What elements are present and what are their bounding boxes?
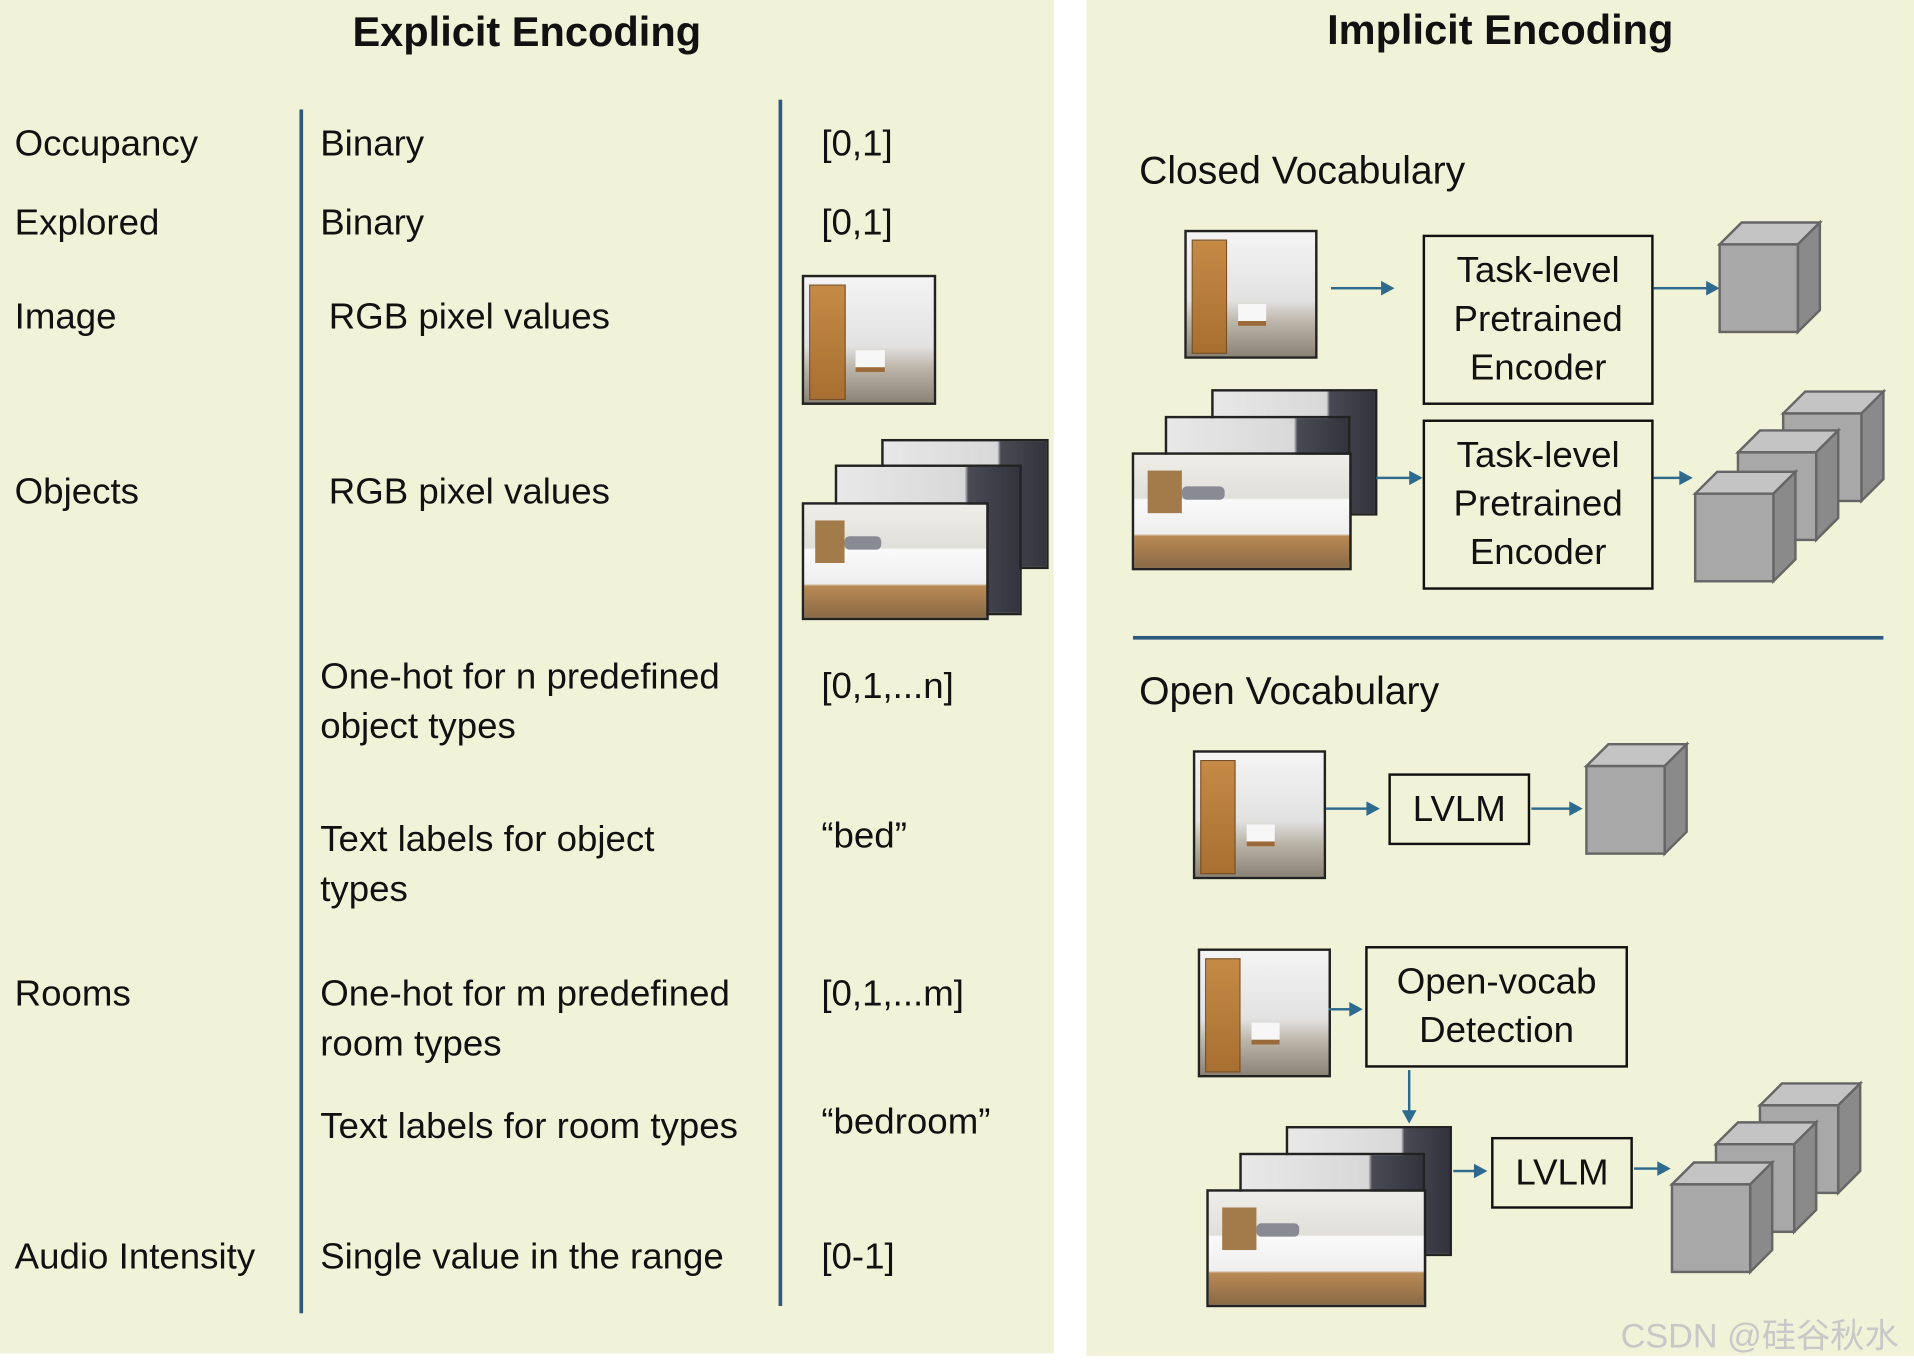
encoding-objects: RGB pixel values xyxy=(328,471,611,512)
watermark: CSDN @硅谷秋水 xyxy=(1620,1316,1899,1355)
object-thumbnail-front xyxy=(801,502,989,621)
explicit-encoding-title: Explicit Encoding xyxy=(352,9,702,56)
arrow-from-encoder-1 xyxy=(1653,280,1720,296)
encoder-box-2-line2: Pretrained xyxy=(1453,483,1623,525)
closed-input-image xyxy=(1184,229,1318,359)
encoding-audio: Single value in the range xyxy=(320,1236,724,1277)
section-divider xyxy=(1132,635,1884,640)
feature-cube-single-1 xyxy=(1716,219,1823,335)
arrow-to-encoder-2 xyxy=(1376,470,1423,486)
arrow-to-encoder-1 xyxy=(1330,280,1395,296)
arrow-from-lvlm-1 xyxy=(1531,801,1583,816)
encoder-box-1-line3: Encoder xyxy=(1469,347,1607,388)
encoder-box-1: Task-level Pretrained Encoder xyxy=(1422,234,1654,405)
encoding-occupancy: Binary xyxy=(320,124,425,165)
open-input-image-1 xyxy=(1192,750,1327,880)
implicit-encoding-title: Implicit Encoding xyxy=(1327,7,1674,54)
encoding-room-onehot-line2: room types xyxy=(320,1023,502,1064)
encoding-object-text-line1: Text labels for object xyxy=(320,819,655,860)
feature-cube-stack-2c xyxy=(1669,1159,1776,1275)
encoding-object-onehot-line1: One-hot for n predefined xyxy=(320,656,720,697)
arrow-from-lvlm-2 xyxy=(1634,1161,1671,1176)
value-occupancy: [0,1] xyxy=(821,124,893,165)
row-name-objects: Objects xyxy=(14,471,139,512)
arrow-to-lvlm-1 xyxy=(1326,801,1380,816)
value-audio: [0-1] xyxy=(821,1236,895,1277)
encoder-box-2-line3: Encoder xyxy=(1469,532,1607,573)
row-name-explored: Explored xyxy=(14,203,160,244)
lvlm-box-2: LVLM xyxy=(1491,1136,1633,1209)
detection-box-line1: Open-vocab xyxy=(1396,961,1597,1002)
open-stack-front xyxy=(1206,1189,1427,1308)
encoding-room-text: Text labels for room types xyxy=(320,1106,738,1147)
arrow-from-encoder-2 xyxy=(1653,470,1693,486)
row-name-occupancy: Occupancy xyxy=(14,124,199,165)
open-input-image-2 xyxy=(1197,948,1331,1078)
column-divider-2 xyxy=(778,99,783,1306)
lvlm-box-1-label: LVLM xyxy=(1412,788,1506,829)
closed-vocabulary-heading: Closed Vocabulary xyxy=(1139,148,1466,193)
encoding-room-onehot-line1: One-hot for m predefined xyxy=(320,974,730,1015)
value-explored: [0,1] xyxy=(821,203,893,244)
lvlm-box-1: LVLM xyxy=(1388,773,1531,846)
feature-cube-stack-1c xyxy=(1692,468,1799,585)
row-name-rooms: Rooms xyxy=(14,974,131,1015)
encoder-box-1-line1: Task-level xyxy=(1456,250,1620,291)
arrow-detection-to-crops xyxy=(1401,1070,1417,1124)
explicit-encoding-panel: Explicit Encoding Occupancy Explored Ima… xyxy=(0,0,1054,1354)
detection-box-line2: Detection xyxy=(1419,1010,1575,1051)
encoding-object-onehot-line2: object types xyxy=(320,706,516,747)
encoder-box-2: Task-level Pretrained Encoder xyxy=(1422,419,1654,590)
value-room-text: “bedroom” xyxy=(821,1101,991,1142)
column-divider-1 xyxy=(299,109,304,1314)
encoding-object-text-line2: types xyxy=(320,869,408,910)
value-room-onehot: [0,1,...m] xyxy=(821,974,964,1015)
encoding-explored: Binary xyxy=(320,203,425,244)
detection-box: Open-vocab Detection xyxy=(1365,946,1628,1068)
image-thumbnail xyxy=(801,274,937,405)
arrow-to-detection xyxy=(1328,1001,1363,1017)
implicit-encoding-panel: Implicit Encoding Closed Vocabulary Task… xyxy=(1086,0,1914,1356)
encoder-box-2-line1: Task-level xyxy=(1456,435,1620,476)
value-object-text: “bed” xyxy=(821,815,907,857)
value-object-onehot: [0,1,...n] xyxy=(821,666,954,707)
closed-stack-front xyxy=(1131,452,1352,571)
arrow-to-lvlm-2 xyxy=(1453,1163,1488,1179)
open-vocabulary-heading: Open Vocabulary xyxy=(1139,668,1440,713)
lvlm-box-2-label: LVLM xyxy=(1515,1152,1609,1193)
encoder-box-1-line2: Pretrained xyxy=(1453,299,1623,340)
row-name-image: Image xyxy=(14,296,117,337)
encoding-image: RGB pixel values xyxy=(328,296,611,337)
row-name-audio-intensity: Audio Intensity xyxy=(14,1236,256,1277)
feature-cube-single-2 xyxy=(1583,741,1690,857)
